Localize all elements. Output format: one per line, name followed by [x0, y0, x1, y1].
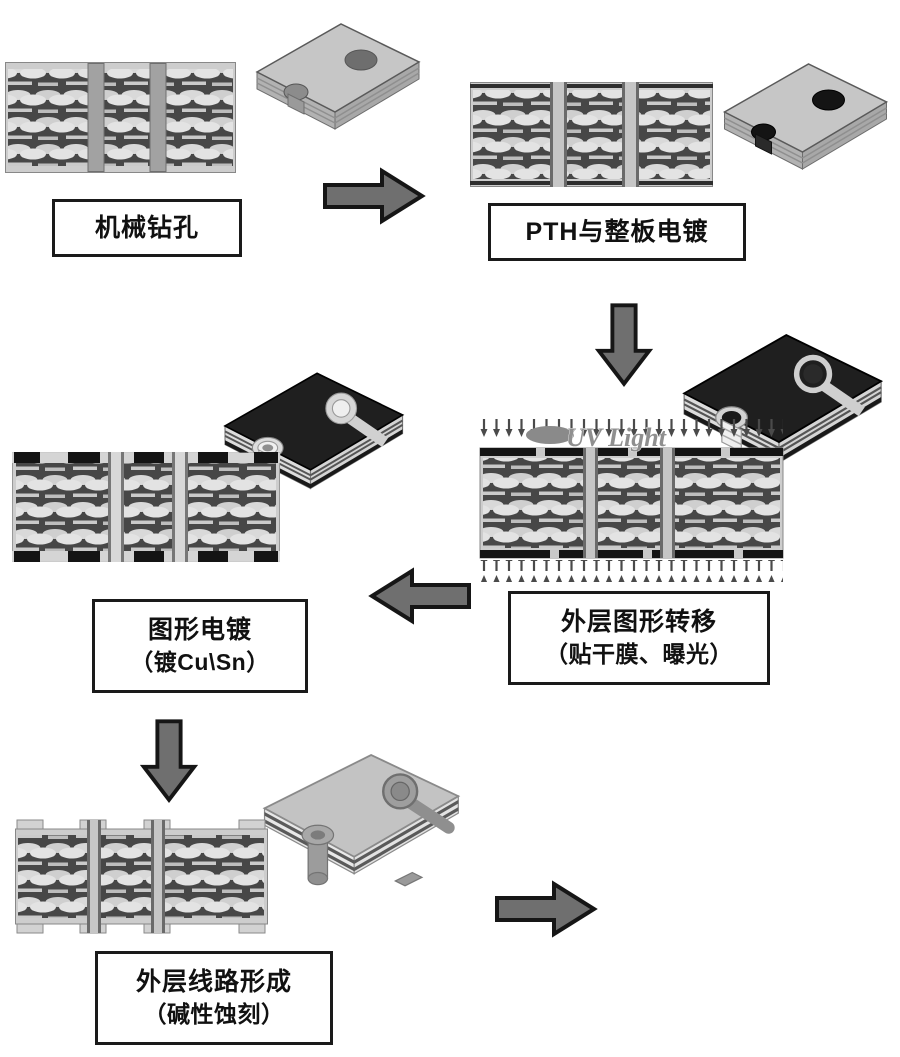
cross-section-etched-board	[15, 819, 268, 934]
dry-film-strip	[480, 448, 783, 558]
step1-label-box: 机械钻孔	[52, 199, 242, 257]
plated-through-hole	[108, 452, 188, 562]
board-3d-etched-circuit	[262, 754, 461, 887]
etched-copper-pad	[382, 773, 455, 834]
step2-label: PTH与整板电镀	[525, 217, 709, 246]
arrow-right-icon	[323, 167, 426, 225]
drilled-hole	[87, 63, 167, 172]
step2-label-box: PTH与整板电镀	[488, 203, 746, 261]
step4-label-line1: 图形电镀	[147, 616, 252, 645]
plated-hole	[812, 89, 845, 111]
step1-label: 机械钻孔	[94, 213, 199, 242]
cross-section-plated-board	[470, 82, 713, 187]
step4-label-box: 图形电镀 （镀Cu\Sn）	[92, 599, 308, 693]
plated-surface-bottom	[470, 181, 713, 185]
plated-edge-notch	[751, 123, 776, 155]
plated-through-hole	[583, 448, 675, 558]
arrow-down-icon	[139, 719, 199, 803]
plated-through-hole	[550, 82, 639, 187]
step4-label-line2: （镀Cu\Sn）	[130, 649, 270, 676]
arrow-right-icon	[495, 880, 598, 938]
board-3d-drilled	[255, 23, 421, 130]
step5-label-box: 外层线路形成 （碱性蚀刻）	[95, 951, 333, 1045]
edge-notch	[283, 83, 309, 115]
step3-label-line2: （贴干膜、曝光）	[545, 641, 733, 668]
drill-hole	[344, 49, 378, 71]
arrow-left-icon	[368, 567, 471, 625]
board-3d-pth-plated	[722, 63, 889, 170]
uv-flare	[526, 426, 574, 444]
step5-label-line2: （碱性蚀刻）	[143, 1001, 285, 1028]
via-barrel	[301, 824, 335, 886]
dry-film-blocks	[14, 452, 278, 562]
plated-pad-pattern	[325, 392, 389, 447]
uv-light-label: UV Light	[566, 423, 667, 452]
plated-surface-top	[470, 84, 713, 88]
exposed-pad-pattern	[793, 354, 865, 417]
step5-label-line1: 外层线路形成	[135, 968, 292, 997]
uv-arrows-bottom	[480, 560, 783, 582]
arrow-down-icon	[594, 303, 654, 387]
cross-section-dry-film-exposure: UV Light	[479, 418, 784, 582]
plated-through-hole	[87, 820, 165, 933]
step3-label-line1: 外层图形转移	[560, 608, 717, 637]
step3-label-box: 外层图形转移 （贴干膜、曝光）	[508, 591, 770, 685]
cross-section-pattern-plated	[12, 452, 280, 562]
bottom-tab	[393, 871, 424, 887]
cross-section-drilled-board	[5, 62, 236, 173]
